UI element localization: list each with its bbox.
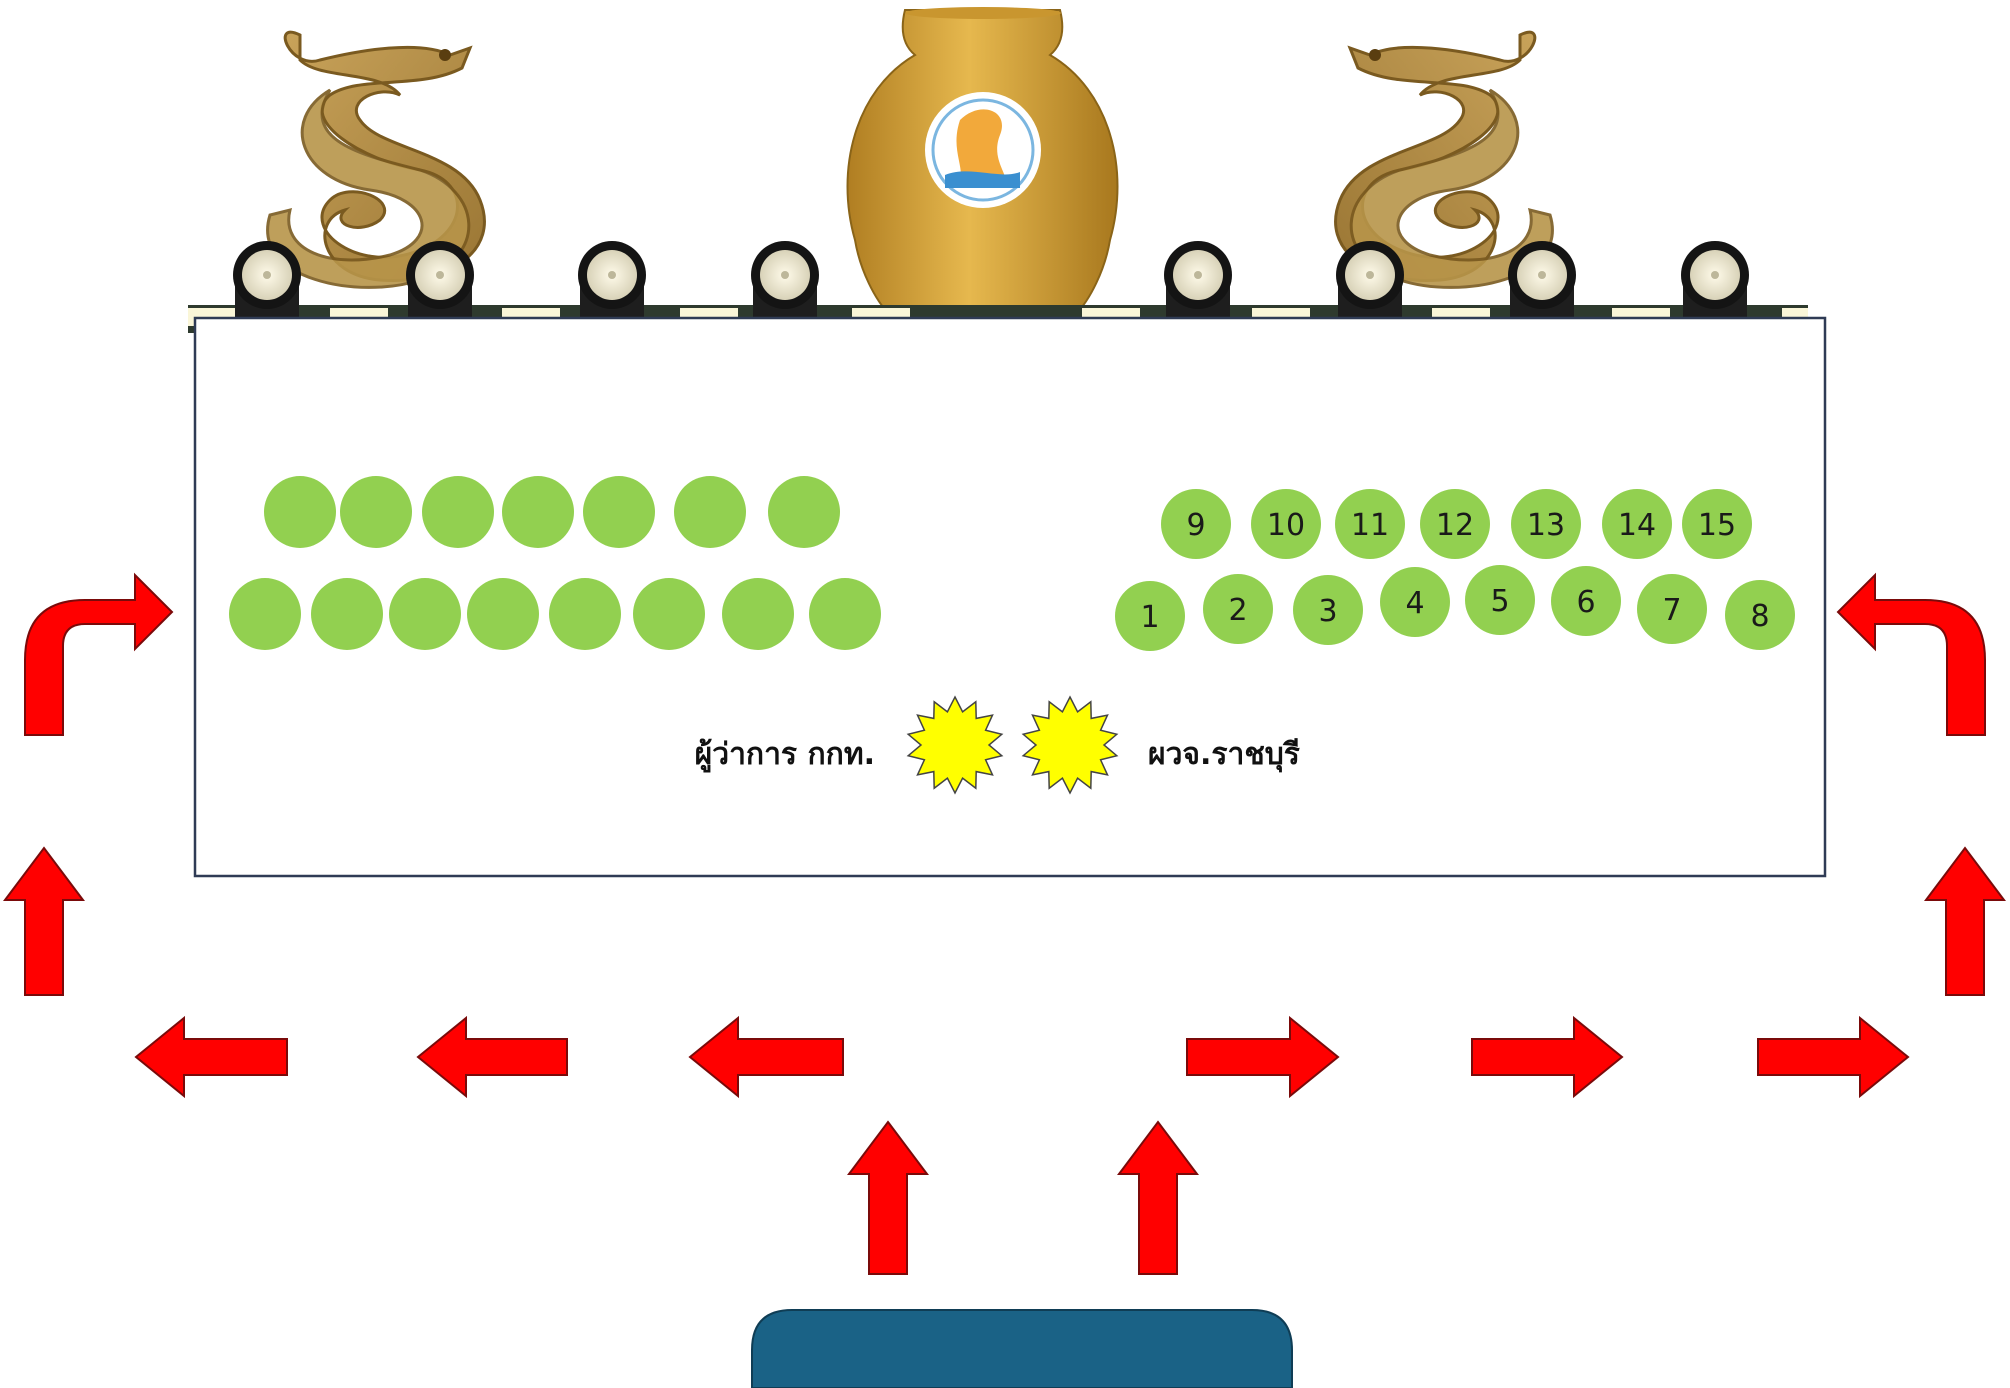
seat-2: 2 — [1203, 574, 1273, 644]
seat-circle — [1380, 567, 1450, 637]
direction-arrow-icon — [416, 1015, 568, 1099]
seat-unnumbered — [389, 578, 461, 650]
seat-unnumbered — [633, 578, 705, 650]
direction-arrow-icon — [134, 1015, 288, 1099]
seat-circle — [1203, 574, 1273, 644]
seat-unnumbered — [674, 476, 746, 548]
direction-arrow-icon-turn-right-side — [1836, 572, 1986, 736]
spotlight-icon — [1508, 241, 1576, 330]
dragon-icon-right — [1334, 30, 1554, 289]
spotlight-icon — [406, 241, 474, 330]
seat-number: 6 — [1576, 585, 1595, 620]
seat-unnumbered — [722, 578, 794, 650]
vip-label-left: ผู้ว่าการ กกท. — [695, 737, 875, 773]
seat-circle — [1115, 581, 1185, 651]
seat-number: 11 — [1351, 508, 1389, 543]
seat-unnumbered — [502, 476, 574, 548]
spotlight-icon — [1681, 241, 1749, 330]
seat-5: 5 — [1465, 565, 1535, 635]
ceremonial-jar-icon — [846, 7, 1119, 316]
seat-circle — [1725, 580, 1795, 650]
direction-arrow-icon — [1471, 1015, 1624, 1099]
direction-arrow-icon — [3, 846, 85, 996]
seat-number: 3 — [1318, 594, 1337, 629]
walk-path-arrows — [3, 572, 2006, 1275]
seat-14: 14 — [1602, 489, 1672, 559]
seat-1: 1 — [1115, 581, 1185, 651]
star-burst-icon-vip-left — [906, 695, 1004, 795]
seat-13: 13 — [1511, 489, 1581, 559]
seat-11: 11 — [1335, 489, 1405, 559]
direction-arrow-icon — [1117, 1120, 1199, 1275]
seat-9: 9 — [1161, 489, 1231, 559]
star-burst-icon-vip-right — [1021, 695, 1119, 795]
seat-4: 4 — [1380, 567, 1450, 637]
seat-number: 5 — [1490, 584, 1509, 619]
seat-number: 10 — [1267, 508, 1305, 543]
seating-left-block — [229, 476, 881, 650]
dragon-icon-left — [266, 30, 486, 289]
direction-arrow-icon — [1757, 1015, 1910, 1099]
direction-arrow-icon — [847, 1120, 929, 1275]
seat-circle — [1251, 489, 1321, 559]
seat-unnumbered — [809, 578, 881, 650]
seat-number: 14 — [1618, 508, 1656, 543]
seat-circle — [1551, 566, 1621, 636]
seat-12: 12 — [1420, 489, 1490, 559]
seat-circle — [1511, 489, 1581, 559]
seat-unnumbered — [583, 476, 655, 548]
seat-number: 8 — [1750, 599, 1769, 634]
seat-number: 1 — [1140, 600, 1159, 635]
seat-unnumbered — [340, 476, 412, 548]
spotlight-icon — [1164, 241, 1232, 330]
seat-unnumbered — [311, 578, 383, 650]
seat-8: 8 — [1725, 580, 1795, 650]
seat-number: 4 — [1405, 586, 1424, 621]
spotlight-icon — [233, 241, 301, 330]
vip-row: ผู้ว่าการ กกท. ผวจ.ราชบุรี — [695, 695, 1300, 795]
seat-circle — [1465, 565, 1535, 635]
seat-circle — [1335, 489, 1405, 559]
seat-number: 7 — [1662, 593, 1681, 628]
spotlight-icon — [751, 241, 819, 330]
seat-3: 3 — [1293, 575, 1363, 645]
seat-circle — [1602, 489, 1672, 559]
seat-unnumbered — [422, 476, 494, 548]
vip-label-right: ผวจ.ราชบุรี — [1148, 737, 1300, 773]
seat-7: 7 — [1637, 574, 1707, 644]
seat-number: 12 — [1436, 508, 1474, 543]
seat-unnumbered — [229, 578, 301, 650]
seat-number: 9 — [1186, 508, 1205, 543]
seat-circle — [1161, 489, 1231, 559]
seat-unnumbered — [768, 476, 840, 548]
seat-unnumbered — [467, 578, 539, 650]
seat-circle — [1293, 575, 1363, 645]
seat-number: 2 — [1228, 593, 1247, 628]
seat-unnumbered — [549, 578, 621, 650]
podium — [751, 1309, 1293, 1388]
spotlight-icon — [1336, 241, 1404, 330]
direction-arrow-icon — [688, 1015, 844, 1099]
direction-arrow-icon — [1186, 1015, 1340, 1099]
seat-circle — [1420, 489, 1490, 559]
direction-arrow-icon-turn-left-side — [24, 572, 174, 736]
direction-arrow-icon — [1924, 846, 2006, 996]
seat-number: 15 — [1698, 508, 1736, 543]
seat-circle — [1682, 489, 1752, 559]
seat-circle — [1637, 574, 1707, 644]
seat-unnumbered — [264, 476, 336, 548]
seat-6: 6 — [1551, 566, 1621, 636]
seat-15: 15 — [1682, 489, 1752, 559]
seat-10: 10 — [1251, 489, 1321, 559]
seat-number: 13 — [1527, 508, 1565, 543]
spotlight-icon — [578, 241, 646, 330]
